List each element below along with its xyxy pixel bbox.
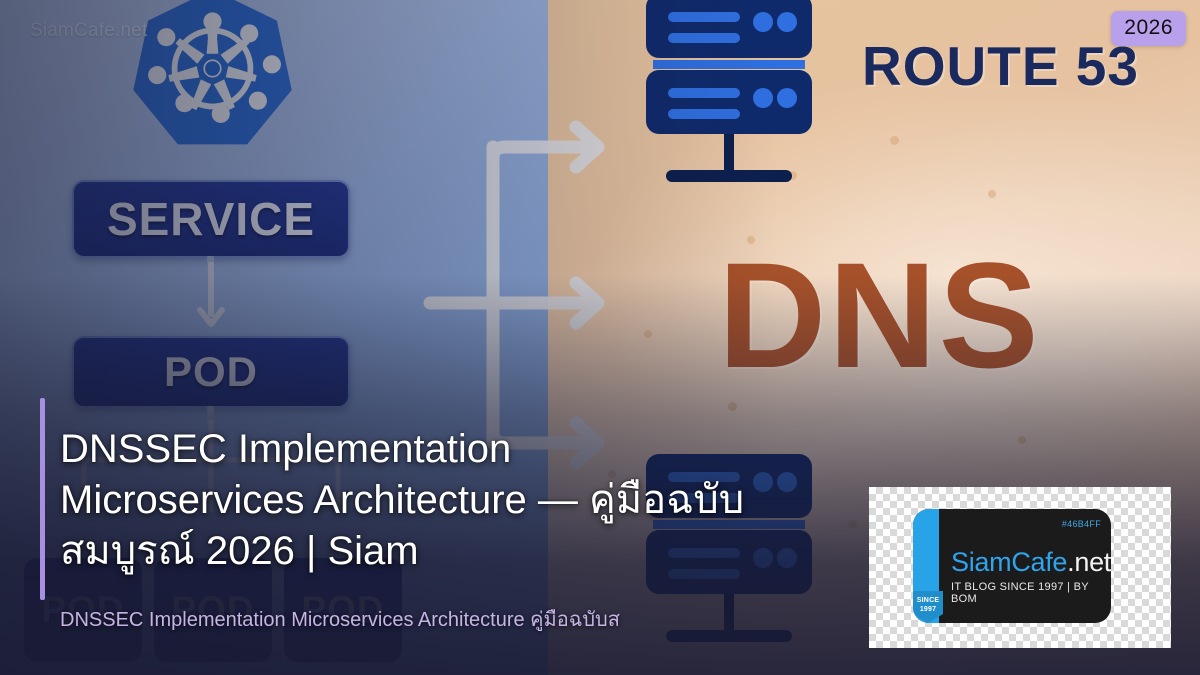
logo-name-tld: .net bbox=[1067, 547, 1111, 577]
logo-tagline: IT BLOG SINCE 1997 | BY BOM bbox=[951, 581, 1089, 605]
page-subtitle: DNSSEC Implementation Microservices Arch… bbox=[60, 609, 620, 631]
page-title: DNSSEC Implementation Microservices Arch… bbox=[60, 427, 745, 573]
logo-wordmark: SiamCafe.net bbox=[951, 547, 1111, 578]
brand-hex-code: #46B4FF bbox=[1061, 519, 1101, 529]
heading-route53: ROUTE 53 bbox=[862, 35, 1139, 97]
ribbon-line-2: 1997 bbox=[919, 606, 937, 613]
logo-inner-panel: SINCE 1997 #46B4FF SiamCafe.net IT BLOG … bbox=[913, 509, 1111, 623]
logo-name-main: SiamCafe bbox=[951, 547, 1068, 577]
siamcafe-logo-card: SINCE 1997 #46B4FF SiamCafe.net IT BLOG … bbox=[869, 487, 1171, 648]
year-badge: 2026 bbox=[1111, 11, 1186, 46]
title-accent-bar bbox=[40, 398, 45, 600]
ribbon-line-1: SINCE bbox=[916, 597, 940, 604]
